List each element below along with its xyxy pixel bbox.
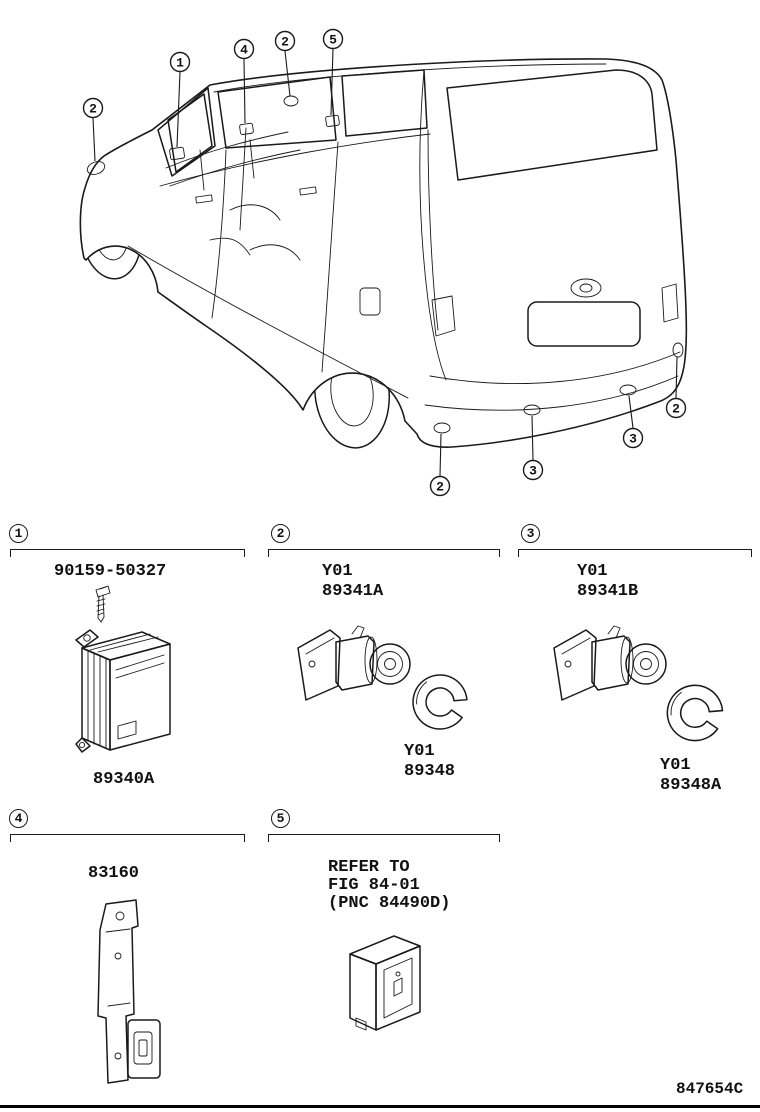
callout-3-rear-right: 3: [622, 395, 644, 449]
sensor-location-dash: [283, 95, 299, 107]
rear-corner-sensor: [672, 342, 684, 358]
rear-sensor-left: [433, 422, 451, 434]
section-3-bracket: [518, 549, 752, 557]
retainer-ring-drawing: [666, 684, 724, 742]
screw-drawing: [95, 585, 111, 623]
license-recess: [527, 301, 641, 347]
tail-lamp-right: [661, 283, 679, 323]
callout-number: 2: [281, 35, 289, 50]
section-2-bracket: [268, 549, 500, 557]
rear-sensor-mid: [523, 404, 541, 416]
callout-number: 1: [176, 56, 184, 71]
section-2-callout: 2: [271, 524, 290, 543]
part-number-89341A: 89341A: [322, 582, 384, 601]
emblem: [570, 278, 602, 298]
callout-number: 2: [436, 480, 444, 495]
callout-number: 3: [629, 432, 637, 447]
retainer-label-y01: Y01: [404, 742, 435, 761]
callout-4: 4: [233, 38, 255, 124]
front-corner-sensor: [86, 161, 106, 175]
section-5-bracket: [268, 834, 500, 842]
section-5-callout: 5: [271, 809, 290, 828]
rear-hatch: [359, 69, 681, 411]
section-4-bracket: [10, 834, 245, 842]
callout-1: 1: [169, 51, 191, 148]
windshield: [157, 87, 216, 177]
part-number-89340A: 89340A: [93, 770, 155, 789]
component-targets: [86, 95, 684, 434]
callout-2-rear-left: 2: [429, 433, 451, 497]
ecu-drawing: [75, 629, 171, 753]
callout-3-rear-mid: 3: [522, 415, 544, 481]
fuel-lid: [359, 287, 381, 316]
retainer-ring-drawing: [412, 674, 468, 730]
figure-code: 847654C: [676, 1080, 744, 1098]
part-number-89341B: 89341B: [577, 582, 639, 601]
refer-note-line3: (PNC 84490D): [328, 894, 451, 913]
bracket-drawing: [97, 899, 161, 1084]
callout-number: 2: [89, 102, 97, 117]
callout-2-front: 2: [82, 97, 104, 162]
section-1-callout: 1: [9, 524, 28, 543]
bottom-border-line: [0, 1105, 760, 1108]
part-number-89348: 89348: [404, 762, 456, 781]
ultrasonic-sensor-drawing: [297, 625, 411, 701]
tail-lamp-left: [431, 295, 456, 337]
refer-note-line2: FIG 84-01: [328, 876, 420, 895]
callout-number: 2: [672, 402, 680, 417]
callout-2-rear-corner: 2: [665, 356, 687, 419]
callout-2-dash: 2: [274, 30, 296, 97]
ultrasonic-sensor-drawing: [553, 625, 667, 701]
callout-5: 5: [322, 28, 344, 116]
interior-lines: [165, 127, 301, 261]
section-4-callout: 4: [9, 809, 28, 828]
callout-number: 3: [529, 464, 537, 479]
part-number-90159: 90159-50327: [54, 562, 167, 581]
section-1-bracket: [10, 549, 245, 557]
callout-number: 4: [240, 43, 248, 58]
section-3-callout: 3: [521, 524, 540, 543]
callout-number: 5: [329, 33, 337, 48]
bracket-location: [239, 122, 254, 135]
clearance-ecu-location: [169, 146, 185, 161]
switch-location: [325, 114, 340, 127]
part-number-83160: 83160: [88, 864, 140, 883]
rear-sensor-right: [619, 384, 637, 396]
side-windows: [159, 69, 431, 187]
refer-note-line1: REFER TO: [328, 858, 410, 877]
switch-drawing: [349, 935, 421, 1031]
part-number-89348A: 89348A: [660, 776, 722, 795]
sensor-label-y01: Y01: [322, 562, 353, 581]
retainer-label-y01: Y01: [660, 756, 691, 775]
vehicle-diagram: 2 1 4 2 5 2 3: [79, 28, 688, 497]
sensor-label-y01: Y01: [577, 562, 608, 581]
